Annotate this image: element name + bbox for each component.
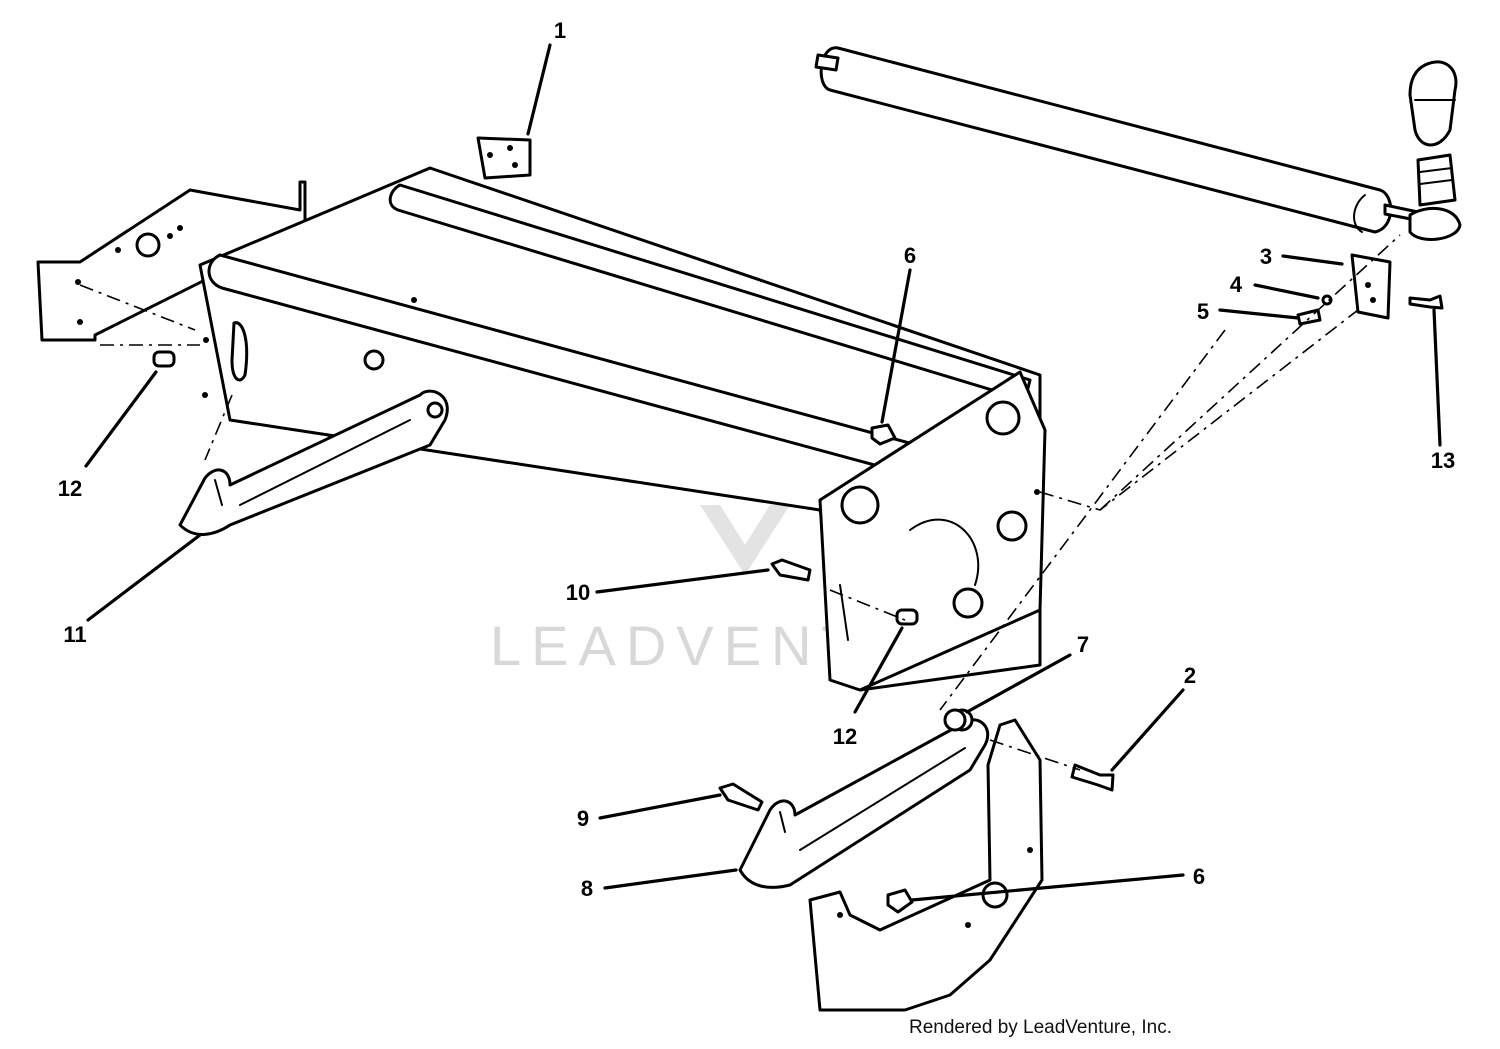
left-bracket: [36, 180, 307, 342]
callout-3: 3: [1260, 244, 1272, 269]
roller: [814, 46, 1420, 234]
hardware: [152, 294, 1444, 914]
spacer-12-left: [152, 350, 176, 368]
callout-11: 11: [63, 622, 86, 647]
frame: [198, 166, 1047, 692]
credit-text: Rendered by LeadVenture, Inc.: [908, 1017, 1172, 1038]
callout-7: 7: [1077, 632, 1089, 657]
callout-1: 1: [554, 18, 566, 43]
bolt-10: [770, 558, 812, 582]
nut-6-upper: [870, 423, 897, 446]
callout-13: 13: [1431, 448, 1455, 473]
bolt-2: [1070, 763, 1115, 792]
bolt-9: [718, 782, 764, 812]
bushing-7: [943, 708, 967, 732]
callout-4: 4: [1230, 272, 1243, 297]
callout-5: 5: [1197, 299, 1209, 324]
small-bracket: [476, 136, 532, 180]
leader-lines: [84, 43, 1442, 902]
watermark-v-icon: [700, 505, 790, 575]
left-hanger-arm: [178, 389, 449, 536]
callout-8: 8: [581, 876, 593, 901]
assembly-lines: [79, 234, 1401, 771]
right-hanger-arm: [738, 708, 990, 889]
callout-2: 2: [1184, 663, 1196, 688]
callout-12-left: 12: [58, 476, 82, 501]
washer-4: [1321, 294, 1333, 306]
callout-10: 10: [566, 580, 590, 605]
callout-9: 9: [577, 806, 589, 831]
spacer-12-right: [895, 608, 919, 626]
callout-labels: 1 2 3 4 5 6 6 7 8 9 10 11 12 12 13: [58, 18, 1455, 901]
callout-6-lower: 6: [1193, 864, 1205, 889]
callout-12-right: 12: [833, 724, 857, 749]
height-adjuster: [1408, 60, 1462, 241]
adjuster-bracket: [1350, 253, 1392, 320]
bolt-13: [1408, 294, 1444, 310]
nut-6-lower: [886, 888, 914, 914]
callout-6-upper: 6: [904, 243, 916, 268]
